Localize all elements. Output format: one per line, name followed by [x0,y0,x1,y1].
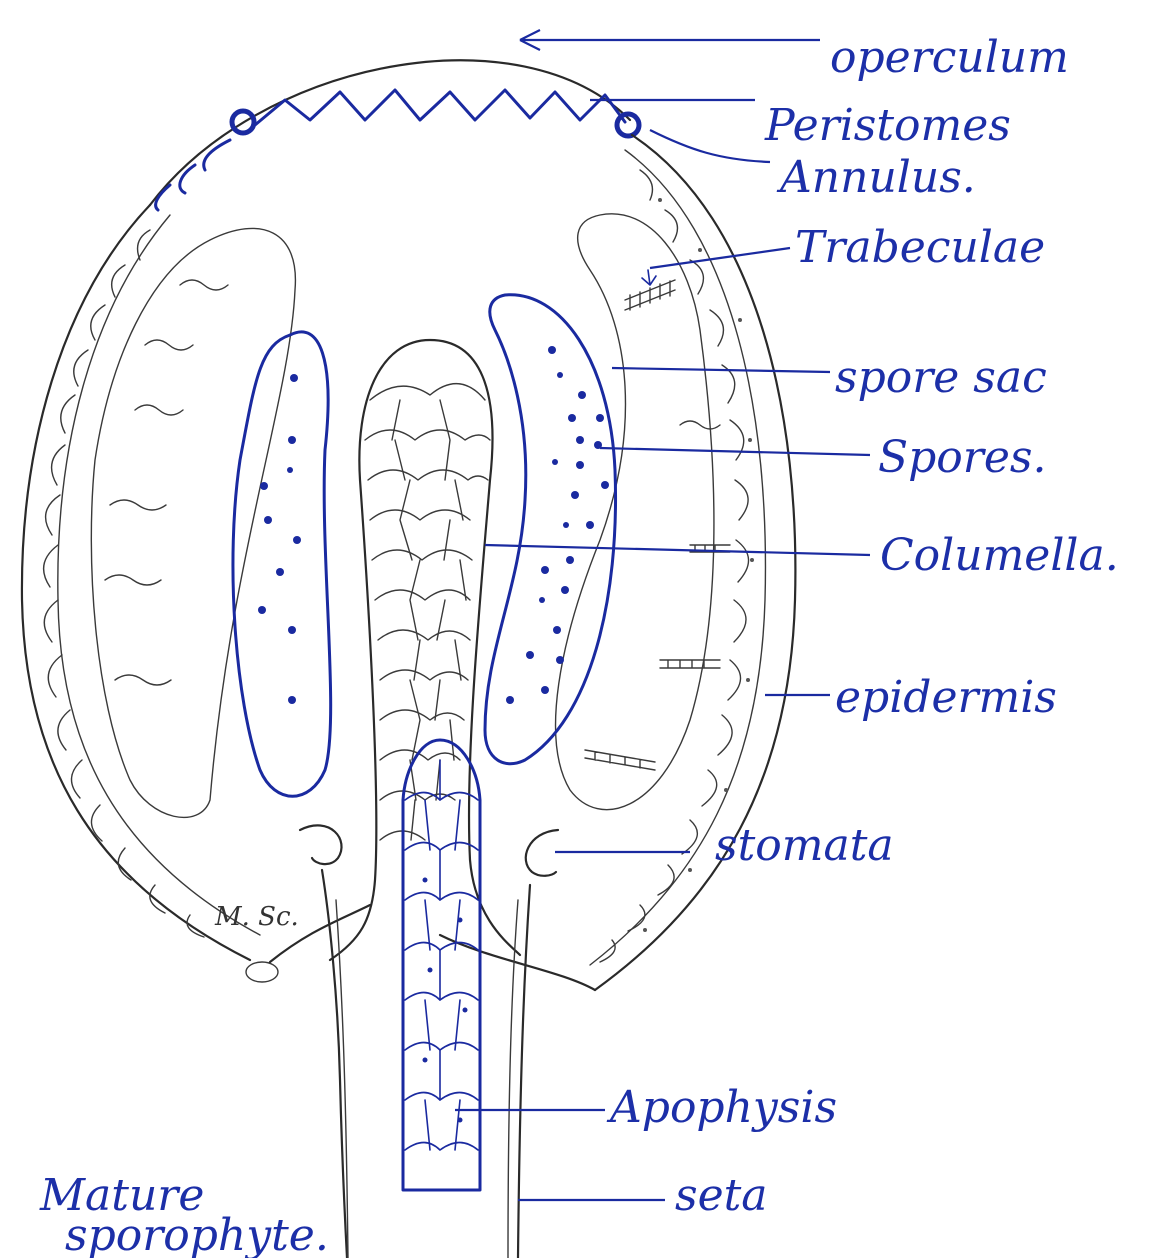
label-columella: Columella. [880,530,1119,581]
leader-spores [600,448,870,455]
spores-left [258,374,301,704]
label-operculum: operculum [830,32,1069,83]
leader-annulus [650,130,770,162]
label-spores: Spores. [878,432,1046,483]
label-peristomes: Peristomes [764,100,1011,151]
operculum-outline [150,60,630,205]
annulus-cells-left [156,140,230,210]
trabeculae-left [105,280,228,685]
leader-operculum [520,30,820,50]
label-stomata: stomata [715,820,894,871]
stomata-left [300,825,342,864]
spore-sac-right [485,295,616,764]
wall-cell-bottom-left [246,962,278,982]
spore-sac-left [233,332,331,796]
air-space-right [556,214,714,810]
columella-cells [365,384,490,840]
label-annulus: Annulus. [776,152,976,203]
initials: M. Sc. [214,902,299,932]
trabeculae-right [585,280,730,770]
caption-line-2: sporophyte. [65,1210,329,1258]
trabeculae-arrow [642,270,656,285]
label-seta: seta [675,1170,768,1221]
air-space-left [91,228,295,817]
apophysis-cells [405,760,478,1150]
seta-left [322,870,347,1258]
label-epidermis: epidermis [835,672,1057,723]
seta-right-inner [508,900,518,1258]
label-trabeculae: Trabeculae [795,222,1045,273]
leader-columella [485,545,870,555]
label-apophysis: Apophysis [606,1082,837,1133]
label-spore-sac: spore sac [835,352,1047,403]
leader-spore-sac [612,368,830,372]
seta-right [518,885,530,1258]
stomata-right [526,830,558,876]
peristome-teeth [255,90,625,125]
